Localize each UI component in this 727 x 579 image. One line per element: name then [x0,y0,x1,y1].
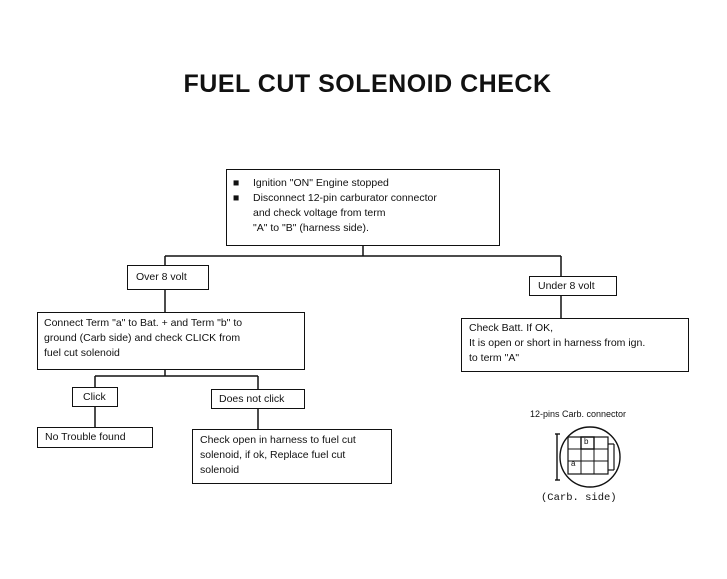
start-line-3: and check voltage from term [253,207,386,219]
diagram-title: FUEL CUT SOLENOID CHECK [183,70,552,98]
connector-pin-a-label: a [571,459,576,468]
carb-connector-drawing [555,426,621,488]
connector-title: 12-pins Carb. connector [530,409,627,419]
check-open-line-2: solenoid, if ok, Replace fuel cut [200,449,346,461]
over-8-volt-label: Over 8 volt [136,271,187,283]
click-label: Click [83,391,106,403]
connect-line-3: fuel cut solenoid [44,347,120,359]
no-trouble-box: No Trouble found [37,427,153,448]
connector-caption: (Carb. side) [541,492,617,504]
check-batt-line-2: It is open or short in harness from ign. [469,337,646,349]
connect-line-1: Connect Term "a" to Bat. + and Term "b" … [44,317,243,329]
start-line-2: Disconnect 12-pin carburator connector [253,192,437,204]
check-batt-line-3: to term "A" [469,352,520,364]
connect-line-2: ground (Carb side) and check CLICK from [44,332,241,344]
check-battery-box: Check Batt. If OK, It is open or short i… [461,318,689,372]
no-trouble-label: No Trouble found [45,431,126,443]
start-line-1: Ignition "ON" Engine stopped [253,177,389,189]
does-not-click-box: Does not click [211,389,305,409]
check-open-line-3: solenoid [200,464,240,476]
over-8-volt-box: Over 8 volt [127,265,209,290]
start-box: ■ Ignition "ON" Engine stopped ■ Disconnec… [226,169,500,246]
check-open-harness-box: Check open in harness to fuel cut soleno… [192,429,392,484]
does-not-click-label: Does not click [219,393,285,405]
connect-terms-box: Connect Term "a" to Bat. + and Term "b" … [37,312,305,370]
bullet-icon: ■ [233,192,240,204]
bullet-icon: ■ [233,177,240,189]
check-batt-line-1: Check Batt. If OK, [469,322,554,334]
check-open-line-1: Check open in harness to fuel cut [200,434,356,446]
start-line-4: "A" to "B" (harness side). [253,222,369,234]
click-box: Click [72,387,118,407]
under-8-volt-label: Under 8 volt [538,280,595,292]
under-8-volt-box: Under 8 volt [529,276,617,296]
connector-pin-b-label: b [584,437,589,446]
